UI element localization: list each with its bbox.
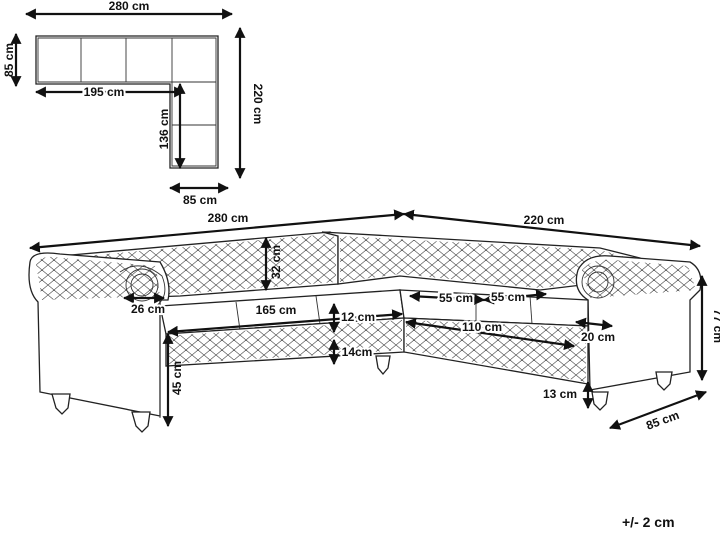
cushion-a-arrow	[408, 291, 486, 305]
right-arm-width-arrow	[574, 317, 614, 331]
seat-width-label: 165 cm	[256, 303, 297, 317]
legs	[51, 355, 673, 433]
plan-return-inner-label: 136 cm	[157, 109, 171, 150]
seat-base-label: 14cm	[342, 345, 373, 359]
plan-view: 280 cm 85 cm 195 cm 136 cm 220 cm 85 cm	[2, 0, 265, 207]
side-depth-label: 85 cm	[644, 408, 681, 433]
front-width-arrow	[28, 209, 406, 253]
plan-inner-label: 195 cm	[84, 85, 125, 99]
plan-return-depth-label: 85 cm	[183, 193, 217, 207]
back-height-label: 32 cm	[269, 245, 283, 279]
plan-return-label: 220 cm	[251, 84, 265, 125]
front-width-label: 280 cm	[208, 211, 249, 225]
return-seat-arrow	[404, 317, 576, 351]
cushion-a-label: 55 cm	[439, 291, 473, 305]
plan-width-label: 280 cm	[109, 0, 150, 13]
left-arm-width-label: 26 cm	[131, 302, 165, 316]
plan-outline	[35, 35, 219, 169]
side-depth-arrow	[608, 390, 708, 430]
front-return-label: 220 cm	[524, 213, 565, 227]
front-return-arrow	[402, 209, 702, 251]
return-seat-label: 110 cm	[462, 320, 502, 334]
plan-depth-label: 85 cm	[2, 43, 16, 77]
cushion-b-arrow	[482, 289, 548, 305]
seat-height-label: 45 cm	[170, 361, 184, 395]
front-dimensions: 280 cm 220 cm 32 cm 26 cm 165 cm 12 cm 1…	[28, 209, 720, 433]
total-height-label: 77 cm	[711, 309, 720, 343]
seat-cushion-label: 12 cm	[341, 310, 375, 324]
seat-width-arrow	[166, 309, 404, 337]
right-arm-width-label: 20 cm	[581, 330, 615, 344]
leg-height-label: 13 cm	[543, 387, 577, 401]
cushion-b-label: 55 cm	[491, 290, 525, 304]
tolerance-note: +/- 2 cm	[622, 514, 675, 530]
